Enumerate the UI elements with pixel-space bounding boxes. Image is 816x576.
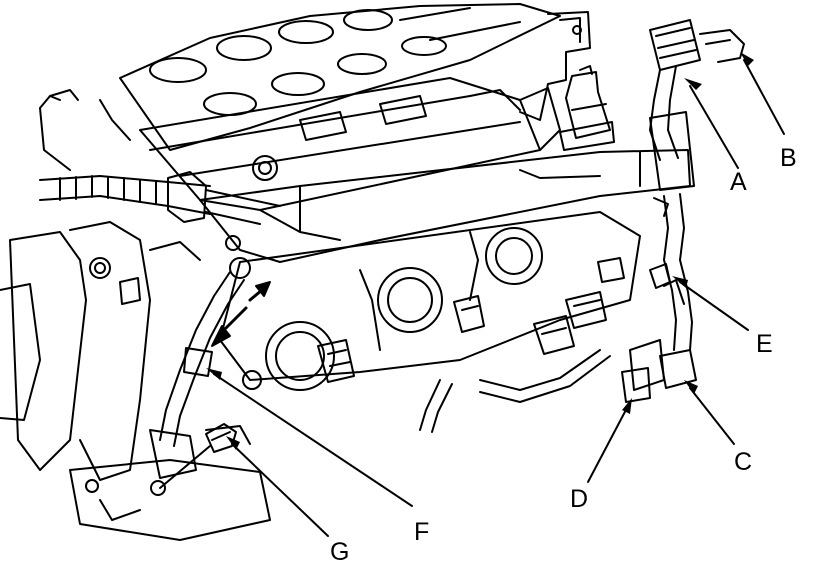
harness-right: [621, 19, 745, 403]
leader-arrowheads: [206, 52, 754, 450]
callout-d: D: [570, 485, 589, 513]
leader-lines: [213, 59, 785, 537]
callout-f: F: [414, 518, 430, 546]
callout-b: B: [780, 144, 797, 172]
callout-c: C: [734, 448, 753, 476]
engine-block-left: [0, 89, 241, 481]
harness-lower: [69, 271, 271, 541]
intake-rail: [139, 77, 561, 211]
bolt-g: [159, 423, 237, 489]
harness-left: [39, 171, 281, 225]
injector-connectors: [317, 257, 625, 433]
fuel-rail: [199, 149, 691, 263]
callout-e: E: [756, 330, 773, 358]
intake-ports: [219, 211, 641, 391]
callout-a: A: [730, 168, 747, 196]
valve-cover: [119, 3, 561, 151]
sensor-boss: [559, 65, 615, 151]
move-arrow: [211, 281, 271, 347]
callout-g: G: [330, 538, 350, 566]
top-bracket: [519, 11, 591, 121]
